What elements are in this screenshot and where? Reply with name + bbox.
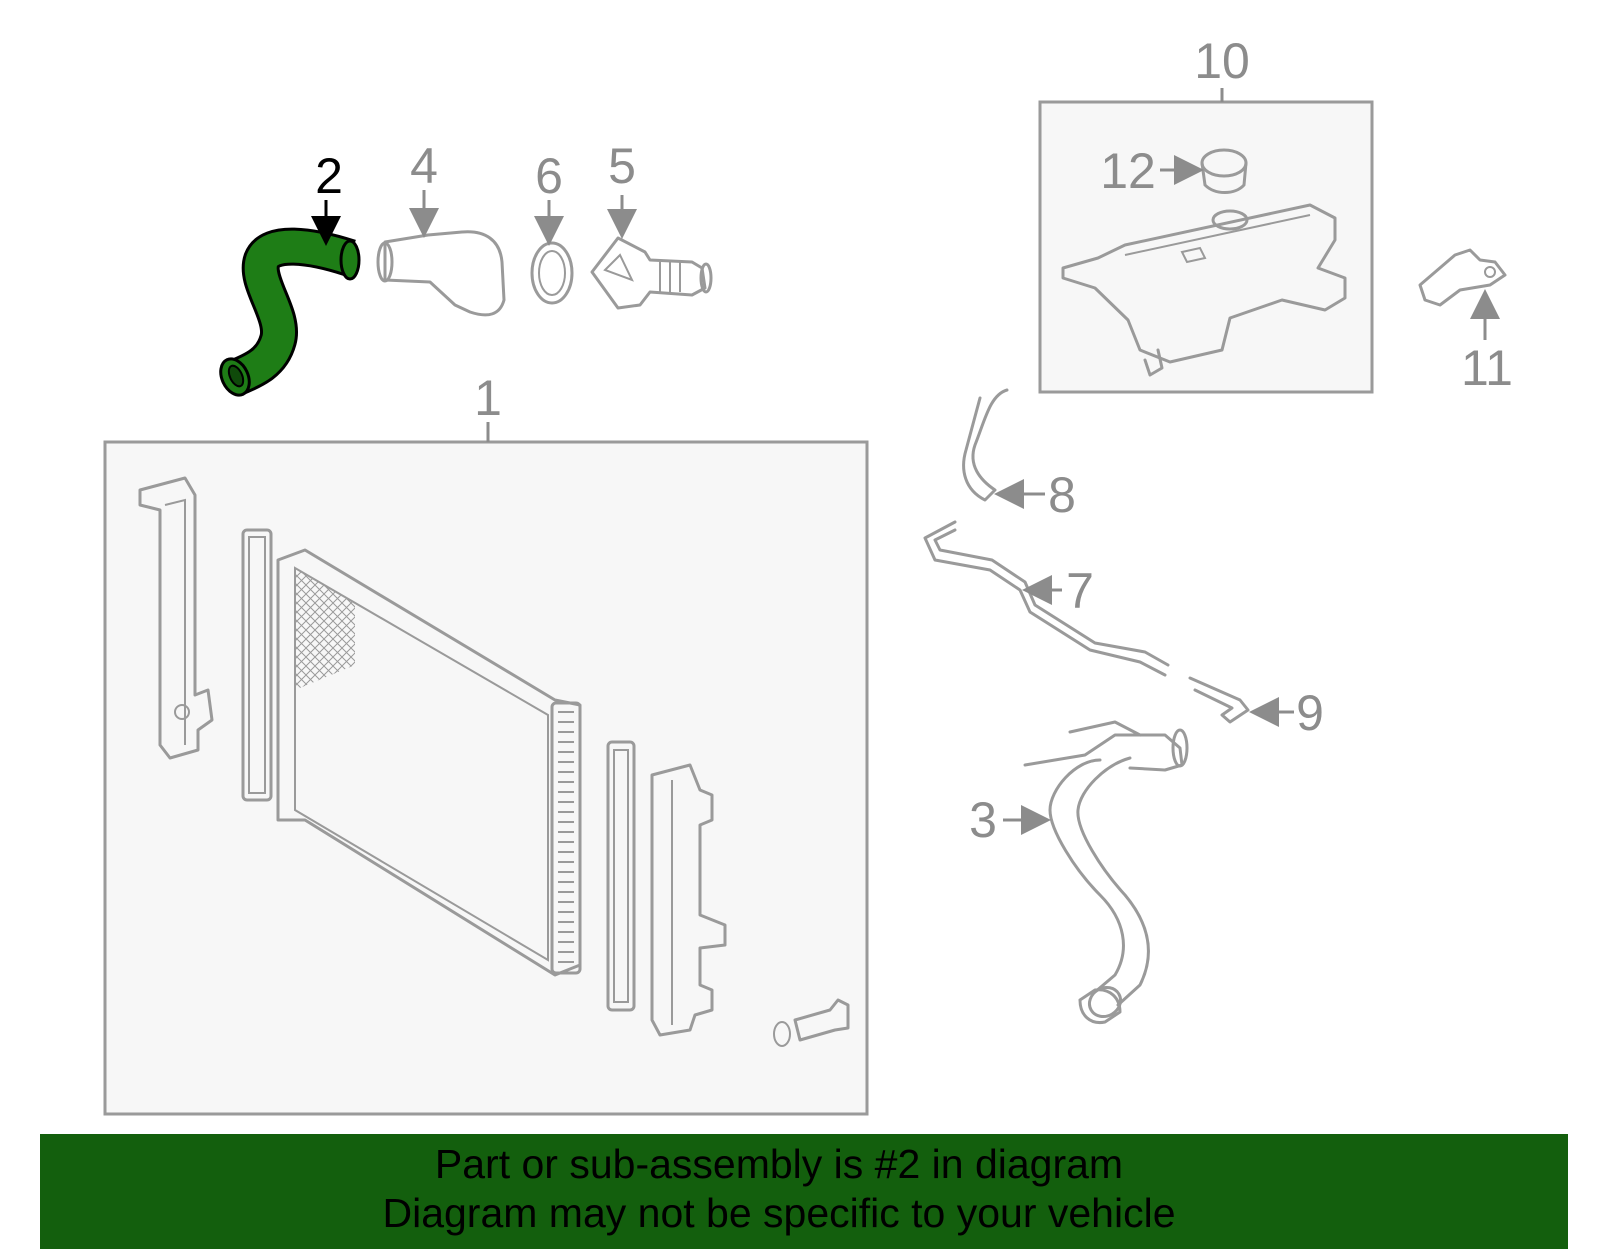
drain-plug xyxy=(793,998,850,1042)
lower-radiator-hose xyxy=(1003,720,1189,1025)
callout-11: 11 xyxy=(1461,340,1513,396)
callout-8: 8 xyxy=(1048,467,1076,523)
left-seal xyxy=(241,528,273,802)
callout-12: 12 xyxy=(1100,143,1156,199)
small-hose xyxy=(1188,676,1294,727)
reservoir-bracket xyxy=(1418,248,1507,340)
gasket-ring xyxy=(530,200,574,305)
banner-line-disclaimer: Diagram may not be specific to your vehi… xyxy=(382,1190,1176,1236)
overflow-hose xyxy=(962,388,1045,509)
water-inlet xyxy=(376,190,506,317)
radiator-box xyxy=(103,440,869,1116)
callout-1: 1 xyxy=(474,370,502,426)
callout-5: 5 xyxy=(608,138,636,194)
callout-4: 4 xyxy=(410,138,438,194)
callout-2: 2 xyxy=(315,148,343,204)
callout-6: 6 xyxy=(535,148,563,204)
bypass-pipe xyxy=(923,520,1170,677)
callout-9: 9 xyxy=(1296,685,1324,741)
right-seal xyxy=(606,740,636,1012)
info-banner: Part or sub-assembly is #2 in diagram Di… xyxy=(40,1134,1568,1249)
upper-radiator-hose xyxy=(219,200,361,397)
callout-10: 10 xyxy=(1194,33,1250,89)
right-tank xyxy=(650,763,727,1037)
drain-oring xyxy=(773,1021,791,1047)
radiator-assembly xyxy=(103,422,869,1116)
banner-line-part: Part or sub-assembly is #2 in diagram xyxy=(434,1141,1124,1187)
left-tank xyxy=(138,476,214,760)
reservoir-box xyxy=(1038,100,1374,394)
reservoir-assembly xyxy=(1038,88,1374,394)
callout-7: 7 xyxy=(1066,563,1094,619)
callout-3: 3 xyxy=(969,792,997,848)
thermostat xyxy=(590,195,713,310)
